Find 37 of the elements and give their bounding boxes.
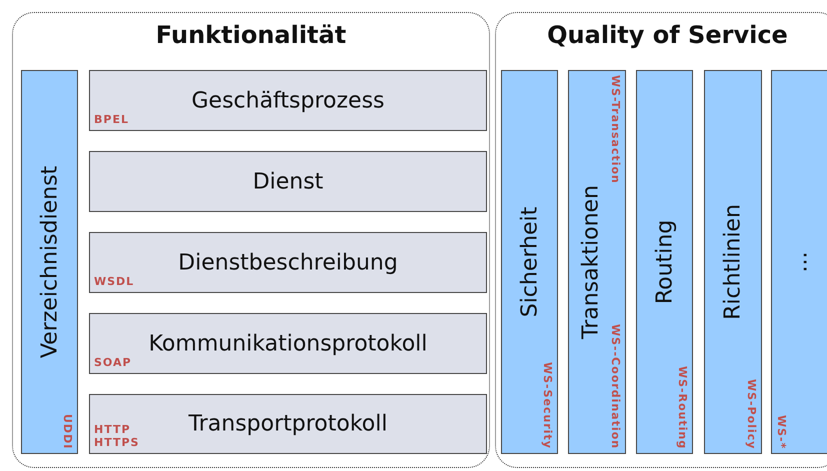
technology-tag: UDDI [60,414,74,449]
layer-label: Kommunikationsprotokoll [148,331,428,356]
technology-tag: HTTP HTTPS [94,422,138,449]
technology-tag: WS--Coordination [608,324,622,449]
layer-label: Geschäftsprozess [192,88,384,113]
vertical-layer-bar [704,70,762,454]
layer-label: Sicherheit [517,206,542,318]
layer-label: Transaktionen [578,185,604,339]
technology-tag: WSDL [94,274,138,288]
layer-label: Richtlinien [720,204,746,320]
layer-box [89,394,487,454]
layer-label: ... [788,252,812,272]
technology-tag: WS-* [775,414,788,449]
technology-tag: BPEL [94,112,138,126]
layer-label: Verzeichnisdienst [37,166,62,358]
layer-box [89,70,487,131]
group-panel [495,12,827,468]
technology-tag: WS-Security [540,362,554,449]
technology-tag: WS-Transaction [608,75,622,184]
vertical-layer-bar [771,70,827,454]
vertical-layer-bar [21,70,78,454]
vertical-layer-bar [568,70,626,454]
panel-heading: Quality of Service [546,21,789,49]
technology-tag: SOAP [94,356,138,369]
technology-tag: WS-Routing [676,366,689,449]
group-panel [12,12,490,468]
layer-box [89,151,487,212]
layer-box [89,313,487,374]
vertical-layer-bar [636,70,693,454]
layer-label: Dienstbeschreibung [178,250,398,275]
layer-label: Routing [652,220,677,304]
panel-heading: Funktionalität [154,21,348,49]
vertical-layer-bar [501,70,558,454]
technology-tag: WS-Policy [744,378,758,449]
layer-label: Dienst [252,169,324,194]
layer-box [89,232,487,293]
layer-label: Transportprotokoll [188,412,388,436]
